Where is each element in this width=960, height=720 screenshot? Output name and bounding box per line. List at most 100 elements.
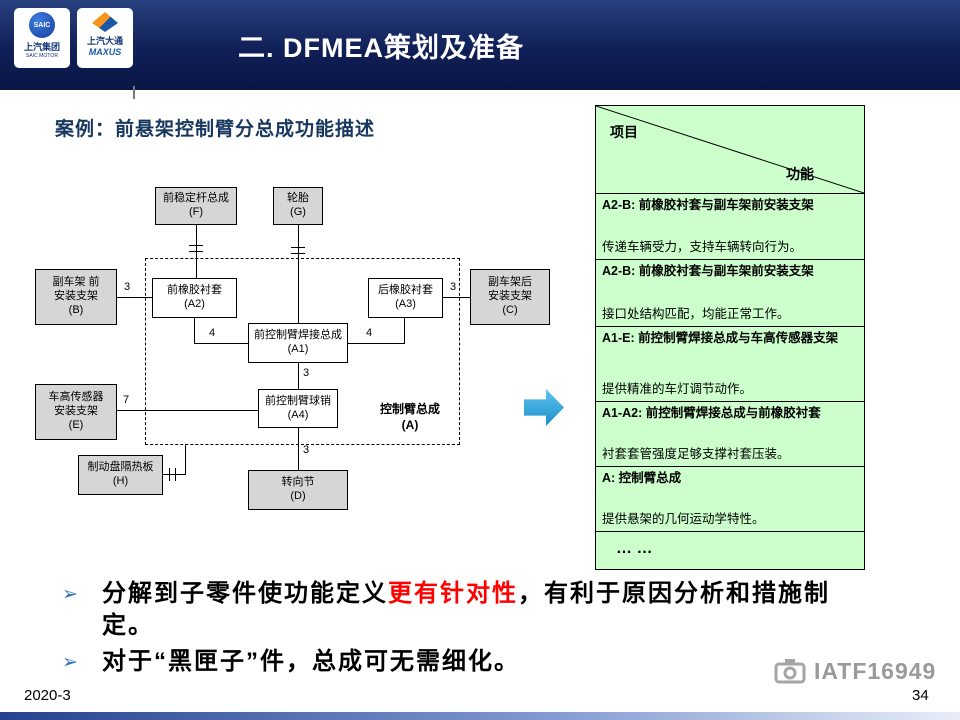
bullet-1-part2: ，有利于原因分析和措施制定。 [102, 580, 830, 640]
bullet-arrow-icon: ➢ [62, 652, 78, 673]
diagram-box-E: 车高传感器 安装支架 (E) [35, 384, 117, 440]
diagram-box-G: 轮胎 (G) [273, 187, 323, 225]
box-H-label: 制动盘隔热板 [87, 461, 154, 474]
box-E-label: 车高传感器 [48, 391, 104, 404]
connector-line-A3-A1 [348, 343, 405, 344]
diagram-box-F: 前稳定杆总成 (F) [155, 187, 237, 225]
box-E-label2: 安装支架 [54, 405, 98, 418]
box-A3-code: (A3) [395, 298, 416, 310]
interface-tick [291, 247, 305, 248]
saic-logo-sub: SAIC MOTOR [25, 53, 59, 59]
table-header-item: 项目 [610, 124, 638, 140]
diagram-box-H: 制动盘隔热板 (H) [78, 455, 163, 495]
connector-line-A3-C [443, 297, 470, 298]
box-F-label: 前稳定杆总成 [163, 192, 229, 205]
diagram-box-C: 副车架后 安装支架 (C) [470, 269, 550, 325]
connector-line-G [298, 225, 299, 323]
box-G-code: (G) [290, 206, 306, 218]
interface-tick [169, 468, 170, 481]
watermark-text: IATF16949 [814, 657, 937, 684]
box-A2-code: (A2) [184, 298, 205, 310]
row-title: A1-E: 前控制臂焊接总成与车高传感器支架 [602, 331, 839, 345]
assembly-label: 控制臂总成 (A) [362, 402, 458, 433]
connector-line-A3-A1 [404, 318, 405, 344]
box-A4-label: 前控制臂球销 [265, 394, 331, 407]
assembly-label-text: 控制臂总成 [379, 402, 440, 416]
maxus-emblem-icon [92, 12, 118, 32]
box-A1-code: (A1) [287, 343, 309, 355]
table-row: A2-B: 前橡胶衬套与副车架前安装支架 接口处结构匹配，均能正常工作。 [596, 259, 864, 326]
box-A3-label: 后橡胶衬套 [378, 284, 433, 297]
bottom-accent-bar [0, 712, 960, 720]
bullet-2: ➢ 对于“黑匣子”件，总成可无需细化。 [62, 646, 864, 678]
row-title: A: 控制臂总成 [602, 471, 682, 485]
header-bar: SAIC 上汽集团 SAIC MOTOR 上汽大通 MAXUS 二. DFMEA… [0, 0, 960, 90]
box-G-label: 轮胎 [287, 192, 309, 205]
saic-emblem-icon: SAIC [29, 12, 55, 38]
table-header-function: 功能 [786, 166, 814, 182]
diagram-box-D: 转向节 (D) [248, 470, 348, 510]
connector-line-A4-D [298, 428, 299, 470]
maxus-logo-name: 上汽大通 [86, 36, 123, 46]
row-desc: 提供悬架的几何运动学特性。 [602, 511, 765, 526]
right-arrow-icon [524, 389, 564, 426]
row-desc: 衬套套管强度足够支撑衬套压装。 [602, 446, 790, 461]
connection-count-e-a4: 7 [123, 394, 130, 406]
saic-emblem-text: SAIC [33, 21, 51, 29]
page-number: 34 [912, 687, 929, 704]
bullet-1: ➢ 分解到子零件使功能定义更有针对性，有利于原因分析和措施制定。 [62, 578, 864, 643]
connection-count-a4-d: 3 [303, 444, 310, 456]
box-E-code: (E) [68, 418, 84, 431]
box-B-label: 副车架 前 [52, 276, 100, 289]
connector-line-A2-A1 [194, 318, 195, 344]
box-C-label2: 安装支架 [488, 290, 532, 303]
row-title: A2-B: 前橡胶衬套与副车架前安装支架 [602, 198, 814, 212]
footer-date: 2020-3 [24, 687, 71, 704]
case-heading: 案例：前悬架控制臂分总成功能描述 [55, 119, 376, 140]
bullet-1-highlight: 更有针对性 [388, 580, 518, 607]
connector-line-E-A4 [117, 410, 258, 411]
diagram-box-A1: 前控制臂焊接总成 (A1) [248, 323, 348, 363]
box-D-code: (D) [290, 490, 306, 502]
box-F-code: (F) [188, 206, 204, 218]
bullet-arrow-icon: ➢ [62, 584, 78, 605]
row-desc: 接口处结构匹配，均能正常工作。 [602, 306, 790, 321]
diagonal-divider [596, 106, 864, 193]
connection-count-a2-a1: 4 [209, 327, 216, 339]
connector-line-B-A2 [117, 297, 152, 298]
row-desc: 提供精准的车灯调节动作。 [602, 381, 753, 396]
interface-tick [189, 245, 203, 246]
box-B-label2: 安装支架 [54, 290, 98, 303]
box-A4-code: (A4) [287, 408, 309, 421]
assembly-boundary-box [145, 258, 460, 445]
connection-count-b-a2: 3 [124, 281, 131, 293]
row-desc: 传递车辆受力，支持车辆转向行为。 [602, 239, 803, 254]
watermark: IATF16949 [772, 656, 936, 686]
interface-tick [291, 253, 305, 254]
diagram-box-A4: 前控制臂球销 (A4) [258, 389, 338, 428]
connection-count-a1-a4: 3 [303, 367, 310, 379]
table-row: A1-E: 前控制臂焊接总成与车高传感器支架 提供精准的车灯调节动作。 [596, 326, 864, 401]
connector-line-A2-A1 [194, 343, 248, 344]
connector-line-H [185, 445, 186, 475]
interface-tick [175, 468, 176, 481]
connection-count-a3-c: 3 [450, 281, 457, 293]
camera-icon [774, 659, 806, 684]
row-title: A2-B: 前橡胶衬套与副车架前安装支架 [602, 264, 814, 278]
connection-count-a3-a1: 4 [366, 327, 373, 339]
function-table: 项目 功能 A2-B: 前橡胶衬套与副车架前安装支架 传递车辆受力，支持车辆转向… [595, 105, 865, 570]
row-title: A1-A2: 前控制臂焊接总成与前橡胶衬套 [602, 406, 821, 420]
box-D-label: 转向节 [281, 476, 315, 489]
table-row: A2-B: 前橡胶衬套与副车架前安装支架 传递车辆受力，支持车辆转向行为。 [596, 193, 864, 259]
table-row: A1-A2: 前控制臂焊接总成与前橡胶衬套 衬套套管强度足够支撑衬套压装。 [596, 401, 864, 466]
diagram-box-B: 副车架 前 安装支架 (B) [35, 269, 117, 325]
connector-line-H [163, 474, 185, 475]
table-header-cell: 项目 功能 [596, 106, 864, 193]
saic-logo: SAIC 上汽集团 SAIC MOTOR [14, 8, 70, 68]
table-more-ellipsis: … … [596, 531, 864, 558]
maxus-brand: MAXUS [88, 47, 122, 57]
connector-line-A1-A4 [298, 363, 299, 389]
bullet-1-text: 分解到子零件使功能定义更有针对性，有利于原因分析和措施制定。 [102, 578, 864, 643]
diagram-box-A2: 前橡胶衬套 (A2) [152, 278, 237, 318]
saic-logo-name: 上汽集团 [23, 42, 60, 52]
